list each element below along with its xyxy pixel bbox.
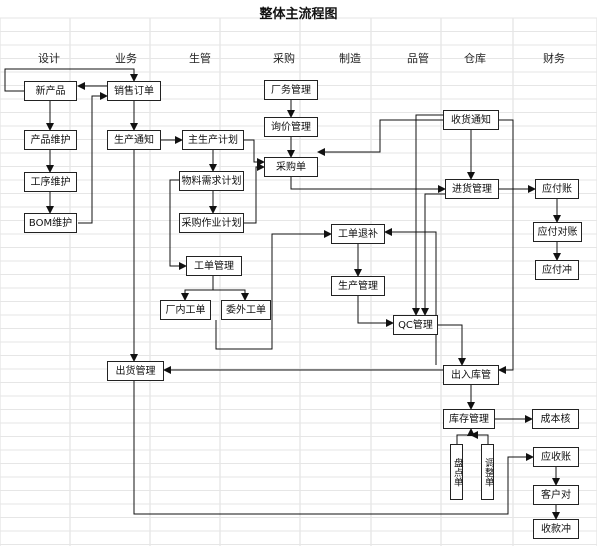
node-material-requirements-plan: 物料需求计划 bbox=[179, 171, 244, 191]
connector-arrow bbox=[4, 68, 138, 92]
connector-arrow bbox=[290, 177, 446, 193]
node-purchase-order: 采购单 bbox=[264, 157, 318, 177]
connector-arrow bbox=[133, 381, 534, 515]
node-payable-reconciliation: 应付对账 bbox=[533, 222, 582, 242]
node-stocktake-sheet: 盘点单 bbox=[450, 444, 463, 500]
node-accounts-payable: 应付账 bbox=[535, 179, 579, 199]
connector-arrow bbox=[498, 119, 514, 374]
node-adjustment-sheet: 调整单 bbox=[481, 444, 494, 500]
connector-arrow bbox=[181, 276, 214, 301]
connector-arrow bbox=[244, 163, 265, 224]
node-cost-accounting: 成本核 bbox=[532, 409, 579, 429]
node-work-order-return: 工单退补 bbox=[331, 224, 385, 244]
lane-purchasing: 采购 bbox=[273, 52, 295, 65]
node-vendor-management: 厂务管理 bbox=[264, 80, 318, 100]
connector-arrow bbox=[213, 289, 249, 301]
page-title: 整体主流程图 bbox=[259, 7, 338, 22]
node-incoming-goods-management: 进货管理 bbox=[445, 179, 499, 199]
node-customer-reconciliation: 客户对 bbox=[533, 485, 579, 505]
node-collection-offset: 收款冲 bbox=[533, 519, 579, 539]
connector-arrow bbox=[438, 324, 466, 366]
connector-arrow bbox=[317, 119, 443, 156]
lane-finance: 财务 bbox=[543, 52, 565, 65]
node-inventory-management: 库存管理 bbox=[443, 409, 495, 429]
node-purchase-work-plan: 采购作业计划 bbox=[179, 213, 244, 233]
connector-arrow bbox=[244, 139, 265, 166]
node-in-out-warehouse-management: 出入库管 bbox=[443, 365, 499, 385]
node-master-production-plan: 主生产计划 bbox=[182, 130, 244, 150]
node-sales-order: 销售订单 bbox=[107, 81, 161, 101]
node-qc-management: QC管理 bbox=[393, 315, 438, 335]
node-production-management: 生产管理 bbox=[331, 276, 385, 296]
node-work-order-management: 工单管理 bbox=[186, 256, 242, 276]
connector-arrow bbox=[78, 92, 108, 224]
connector-arrow bbox=[169, 179, 187, 270]
lane-manufacturing: 制造 bbox=[339, 52, 361, 65]
node-receipt-notice: 收货通知 bbox=[443, 110, 499, 130]
node-production-notice: 生产通知 bbox=[107, 130, 161, 150]
node-inquiry-management: 询价管理 bbox=[264, 117, 318, 137]
node-in-house-work-order: 厂内工单 bbox=[160, 300, 211, 320]
node-product-maintenance: 产品维护 bbox=[24, 130, 77, 150]
connector-arrow bbox=[456, 428, 475, 444]
lane-quality: 品管 bbox=[407, 52, 429, 65]
node-accounts-receivable: 应收账 bbox=[533, 447, 579, 467]
lane-production-control: 生管 bbox=[189, 52, 211, 65]
node-bom-maintenance: BOM维护 bbox=[24, 213, 77, 233]
node-shipment-management: 出货管理 bbox=[107, 361, 164, 381]
connector-arrow bbox=[470, 431, 489, 444]
node-process-maintenance: 工序维护 bbox=[24, 172, 77, 192]
connector-arrow bbox=[421, 193, 445, 316]
node-outsourced-work-order: 委外工单 bbox=[221, 300, 271, 320]
lane-design: 设计 bbox=[38, 52, 60, 65]
connector-arrow bbox=[384, 228, 437, 365]
connector-arrow bbox=[412, 114, 443, 316]
node-payables-offset: 应付冲 bbox=[535, 260, 579, 280]
node-new-product: 新产品 bbox=[24, 81, 77, 101]
lane-warehouse: 仓库 bbox=[464, 52, 486, 65]
connector-arrow bbox=[215, 230, 332, 350]
connector-arrow bbox=[357, 296, 394, 327]
lane-business: 业务 bbox=[115, 52, 137, 65]
